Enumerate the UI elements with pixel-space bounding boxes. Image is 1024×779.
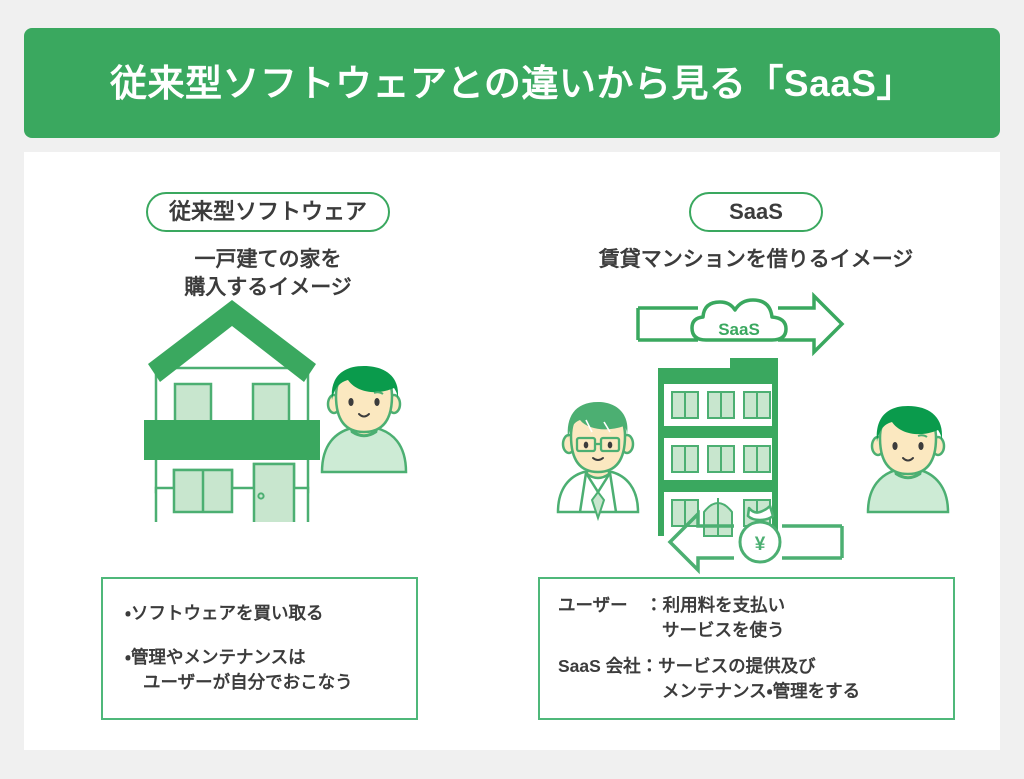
note-line: サービスを使う (662, 620, 785, 641)
note-box-saas: ユーザー ：利用料を支払い サービスを使う SaaS 会社：サービスの提供及び … (538, 577, 955, 720)
badge-label: SaaS (729, 199, 783, 224)
note-item: ・管理やメンテナンスは ユーザーが自分でおこなう (125, 645, 416, 696)
saas-cloud-arrow-group: SaaS (636, 292, 845, 357)
note-line: メンテナンス・管理をする (662, 680, 861, 701)
caption-traditional-software: 一戸建ての家を 購入するイメージ (24, 246, 512, 303)
person-with-glasses-icon (556, 402, 640, 522)
caption-line-1: 一戸建ての家を (194, 248, 342, 271)
detached-house-icon (144, 300, 320, 522)
note-line: ユーザーが自分でおこなう (143, 672, 353, 693)
note-item: ユーザー ：利用料を支払い サービスを使う (558, 593, 953, 644)
content-card: 従来型ソフトウェア 一戸建ての家を 購入するイメージ (24, 152, 1000, 750)
note-line: ・ソフトウェアを買い取る (125, 603, 324, 624)
comparison-columns: 従来型ソフトウェア 一戸建ての家を 購入するイメージ (24, 152, 1000, 750)
badge-label: 従来型ソフトウェア (168, 199, 367, 224)
page-title: 従来型ソフトウェアとの違いから見る「SaaS」 (110, 62, 914, 104)
column-saas: SaaS 賃貸マンションを借りるイメージ (512, 152, 1000, 750)
apartment-people-svg: SaaS (556, 292, 950, 575)
house-person-svg (144, 300, 408, 522)
illustration-house-and-person (24, 292, 512, 582)
illustration-apartment-and-people: SaaS (512, 292, 1000, 582)
note-box-traditional-software: ・ソフトウェアを買い取る ・管理やメンテナンスは ユーザーが自分でおこなう (101, 577, 418, 720)
note-line: SaaS 会社：サービスの提供及び (558, 655, 816, 676)
caption-line-1: 賃貸マンションを借りるイメージ (598, 248, 914, 271)
caption-saas: 賃貸マンションを借りるイメージ (512, 246, 1000, 274)
badge-saas: SaaS (689, 192, 823, 232)
person-icon (866, 406, 950, 514)
note-item: ・ソフトウェアを買い取る (125, 601, 416, 626)
saas-cloud-icon (690, 298, 788, 342)
header-banner: 従来型ソフトウェアとの違いから見る「SaaS」 (24, 28, 1000, 138)
column-traditional-software: 従来型ソフトウェア 一戸建ての家を 購入するイメージ (24, 152, 512, 750)
caption-line-2: 購入するイメージ (184, 276, 352, 300)
money-arrow-group: ¥ (667, 504, 844, 575)
apartment-building-icon (658, 358, 778, 537)
note-item: SaaS 会社：サービスの提供及び メンテナンス・管理をする (558, 654, 953, 705)
note-line: ユーザー ：利用料を支払い (558, 594, 786, 615)
money-symbol: ¥ (755, 534, 766, 555)
note-line: ・管理やメンテナンスは (125, 646, 306, 667)
cloud-label: SaaS (718, 320, 760, 339)
person-icon (320, 366, 408, 474)
money-bag-icon: ¥ (738, 504, 782, 564)
badge-traditional-software: 従来型ソフトウェア (146, 192, 390, 232)
